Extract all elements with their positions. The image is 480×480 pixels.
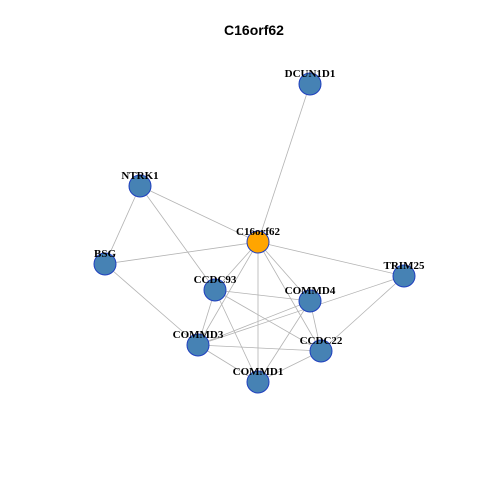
edge-c16orf62-bsg [104, 241, 259, 265]
edge-ccdc93-commd4 [214, 289, 311, 302]
node-trim25 [392, 264, 416, 288]
graph-title: C16orf62 [224, 22, 284, 38]
node-commd4 [298, 289, 322, 313]
edge-c16orf62-commd3 [197, 241, 259, 346]
node-dcun1d1 [298, 72, 322, 96]
node-label-ccdc93: CCDC93 [194, 274, 237, 286]
edge-layer [104, 83, 405, 383]
edge-c16orf62-commd4 [257, 241, 311, 302]
node-label-commd4: COMMD4 [285, 285, 336, 297]
edge-bsg-commd3 [104, 263, 199, 346]
edge-ntrk1-ccdc93 [139, 185, 216, 291]
node-commd3 [186, 333, 210, 357]
edge-commd3-ccdc22 [197, 344, 322, 352]
node-label-commd1: COMMD1 [233, 366, 284, 378]
edge-c16orf62-dcun1d1 [257, 83, 311, 243]
node-ccdc22 [309, 339, 333, 363]
node-label-dcun1d1: DCUN1D1 [285, 68, 336, 80]
edge-commd4-commd3 [197, 300, 311, 346]
node-label-trim25: TRIM25 [384, 260, 425, 272]
node-label-commd3: COMMD3 [173, 329, 224, 341]
edge-trim25-commd3 [197, 275, 405, 346]
node-bsg [93, 252, 117, 276]
edge-ccdc93-ccdc22 [214, 289, 322, 352]
node-label-c16orf62: C16orf62 [236, 226, 280, 238]
node-label-bsg: BSG [94, 248, 116, 260]
edge-commd3-commd1 [197, 344, 259, 383]
edge-c16orf62-trim25 [257, 241, 405, 277]
edge-ccdc22-commd1 [257, 350, 322, 383]
node-c16orf62 [246, 230, 270, 254]
edge-trim25-ccdc22 [320, 275, 405, 352]
node-label-ccdc22: CCDC22 [300, 335, 343, 347]
edge-commd4-commd1 [257, 300, 311, 383]
node-commd1 [246, 370, 270, 394]
edge-c16orf62-ntrk1 [139, 185, 259, 243]
node-label-ntrk1: NTRK1 [121, 170, 158, 182]
edge-c16orf62-ccdc22 [257, 241, 322, 352]
node-ntrk1 [128, 174, 152, 198]
edge-ccdc93-commd1 [214, 289, 259, 383]
node-ccdc93 [203, 278, 227, 302]
edge-ntrk1-bsg [104, 185, 141, 265]
node-layer [93, 72, 416, 394]
